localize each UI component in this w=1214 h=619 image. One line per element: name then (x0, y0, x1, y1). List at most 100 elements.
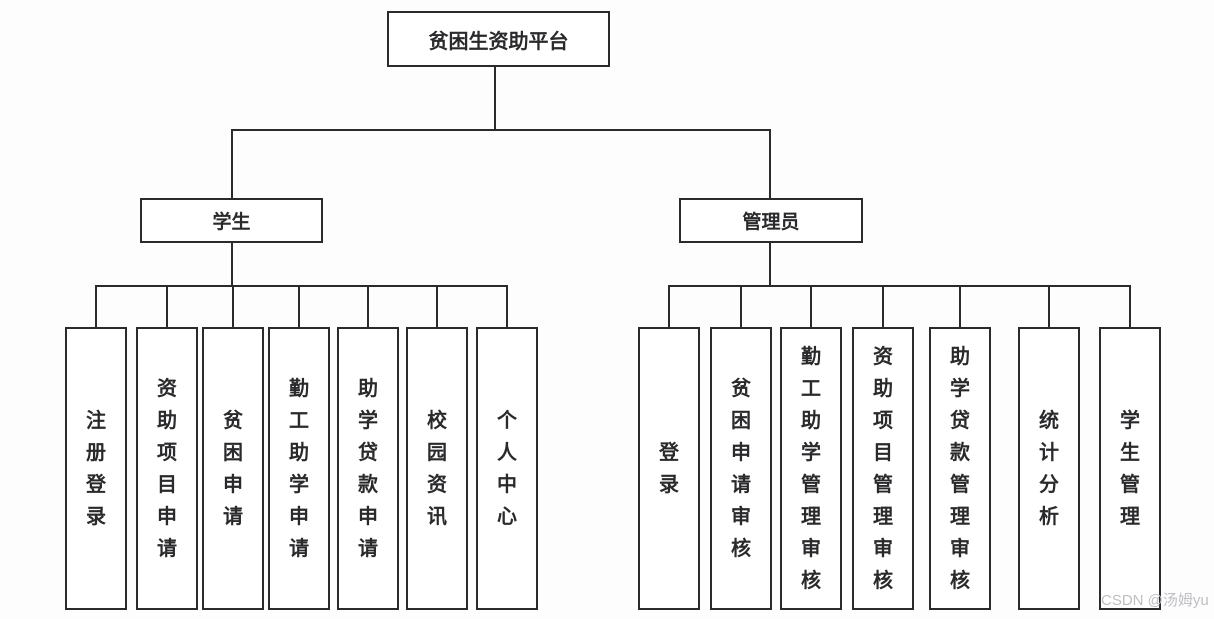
leaf-label-char: 款 (358, 473, 378, 496)
leaf-label-char: 生 (1120, 441, 1140, 464)
leaf-label-char: 核 (731, 537, 751, 560)
leaf-label-char: 讯 (427, 505, 447, 528)
leaf-label-char: 管 (801, 473, 821, 496)
leaf-label-char: 资 (157, 377, 177, 400)
branch-node-student: 学生 (140, 198, 323, 243)
branch-node-student-label: 学生 (212, 212, 251, 233)
leaf-label-char: 贷 (358, 441, 378, 464)
leaf-label-char: 款 (950, 441, 970, 464)
leaf-label-char: 核 (873, 569, 893, 592)
leaf-label-char: 理 (950, 505, 970, 528)
leaf-label-char: 申 (358, 505, 378, 528)
branch-node-admin: 管理员 (679, 198, 863, 243)
leaf-label-char: 助 (157, 409, 177, 432)
leaf-label-char: 勤 (801, 345, 821, 368)
leaf-node: 登录 (638, 327, 700, 610)
leaf-node: 注册登录 (65, 327, 127, 610)
leaf-label-char: 请 (358, 537, 378, 560)
connector-root-stem (494, 66, 496, 131)
leaf-label-char: 册 (86, 441, 106, 464)
leaf-label-char: 助 (873, 377, 893, 400)
leaf-label-char: 请 (289, 537, 309, 560)
leaf-label-char: 理 (873, 505, 893, 528)
connector-branch-stem-1 (769, 243, 771, 287)
connector-leaf-stub-1-3 (882, 285, 884, 327)
leaf-label-char: 学 (289, 473, 309, 496)
leaf-node: 统计分析 (1018, 327, 1080, 610)
root-node: 贫困生资助平台 (387, 11, 610, 67)
connector-drop-admin (769, 129, 771, 198)
connector-level1-bus (231, 129, 771, 131)
connector-leaf-stub-1-4 (959, 285, 961, 327)
leaf-label-char: 园 (427, 441, 447, 464)
leaf-label-char: 析 (1039, 505, 1059, 528)
connector-branch-stem-0 (231, 243, 233, 287)
leaf-label-char: 助 (358, 377, 378, 400)
leaf-label-char: 管 (950, 473, 970, 496)
leaf-label-char: 人 (497, 441, 517, 464)
leaf-node: 贫困申请审核 (710, 327, 772, 610)
leaf-label-char: 助 (801, 409, 821, 432)
leaf-node: 贫困申请 (202, 327, 264, 610)
leaf-label-char: 理 (801, 505, 821, 528)
leaf-label-char: 学 (950, 377, 970, 400)
leaf-label-char: 登 (86, 473, 106, 496)
connector-leaf-stub-1-2 (810, 285, 812, 327)
connector-leaf-stub-1-5 (1048, 285, 1050, 327)
connector-leaf-bus-0 (95, 285, 508, 287)
leaf-node: 勤工助学管理审核 (780, 327, 842, 610)
leaf-node: 资助项目申请 (136, 327, 198, 610)
leaf-label-char: 理 (1120, 505, 1140, 528)
leaf-label-char: 困 (223, 441, 243, 464)
root-node-label: 贫困生资助平台 (428, 30, 569, 53)
leaf-label-char: 助 (289, 441, 309, 464)
leaf-label-char: 资 (873, 345, 893, 368)
leaf-label-char: 请 (223, 505, 243, 528)
leaf-node: 助学贷款管理审核 (929, 327, 991, 610)
leaf-label-char: 录 (86, 505, 106, 528)
connector-leaf-stub-0-5 (436, 285, 438, 327)
leaf-label-char: 管 (873, 473, 893, 496)
leaf-label-char: 核 (950, 569, 970, 592)
leaf-label-char: 申 (157, 505, 177, 528)
leaf-label-char: 审 (731, 505, 751, 528)
leaf-label-char: 核 (801, 569, 821, 592)
connector-leaf-stub-1-1 (740, 285, 742, 327)
leaf-label-char: 贷 (950, 409, 970, 432)
connector-leaf-stub-0-6 (506, 285, 508, 327)
leaf-label-char: 审 (950, 537, 970, 560)
leaf-label-char: 工 (801, 377, 821, 400)
connector-leaf-bus-1 (668, 285, 1131, 287)
connector-leaf-stub-0-3 (298, 285, 300, 327)
leaf-node: 助学贷款申请 (337, 327, 399, 610)
leaf-label-char: 申 (731, 441, 751, 464)
leaf-label-char: 贫 (731, 377, 751, 400)
leaf-label-char: 心 (497, 505, 517, 528)
leaf-label-char: 登 (659, 441, 679, 464)
branch-node-admin-label: 管理员 (742, 212, 800, 233)
connector-drop-student (231, 129, 233, 198)
leaf-label-char: 学 (358, 409, 378, 432)
leaf-label-char: 审 (801, 537, 821, 560)
leaf-label-char: 项 (157, 441, 177, 464)
leaf-label-char: 勤 (289, 377, 309, 400)
leaf-node: 勤工助学申请 (268, 327, 330, 610)
leaf-label-char: 项 (873, 409, 893, 432)
leaf-label-char: 申 (223, 473, 243, 496)
leaf-label-char: 录 (659, 473, 679, 496)
leaf-label-char: 学 (1120, 409, 1140, 432)
leaf-label-char: 统 (1039, 409, 1059, 432)
leaf-label-char: 校 (427, 409, 447, 432)
leaf-node: 个人中心 (476, 327, 538, 610)
leaf-label-char: 管 (1120, 473, 1140, 496)
leaf-node: 校园资讯 (406, 327, 468, 610)
connector-leaf-stub-0-0 (95, 285, 97, 327)
connector-leaf-stub-0-2 (232, 285, 234, 327)
leaf-label-char: 审 (873, 537, 893, 560)
leaf-label-char: 请 (157, 537, 177, 560)
leaf-label-char: 目 (157, 473, 177, 496)
connector-leaf-stub-1-0 (668, 285, 670, 327)
leaf-label-char: 助 (950, 345, 970, 368)
leaf-label-char: 中 (497, 473, 517, 496)
leaf-label-char: 目 (873, 441, 893, 464)
